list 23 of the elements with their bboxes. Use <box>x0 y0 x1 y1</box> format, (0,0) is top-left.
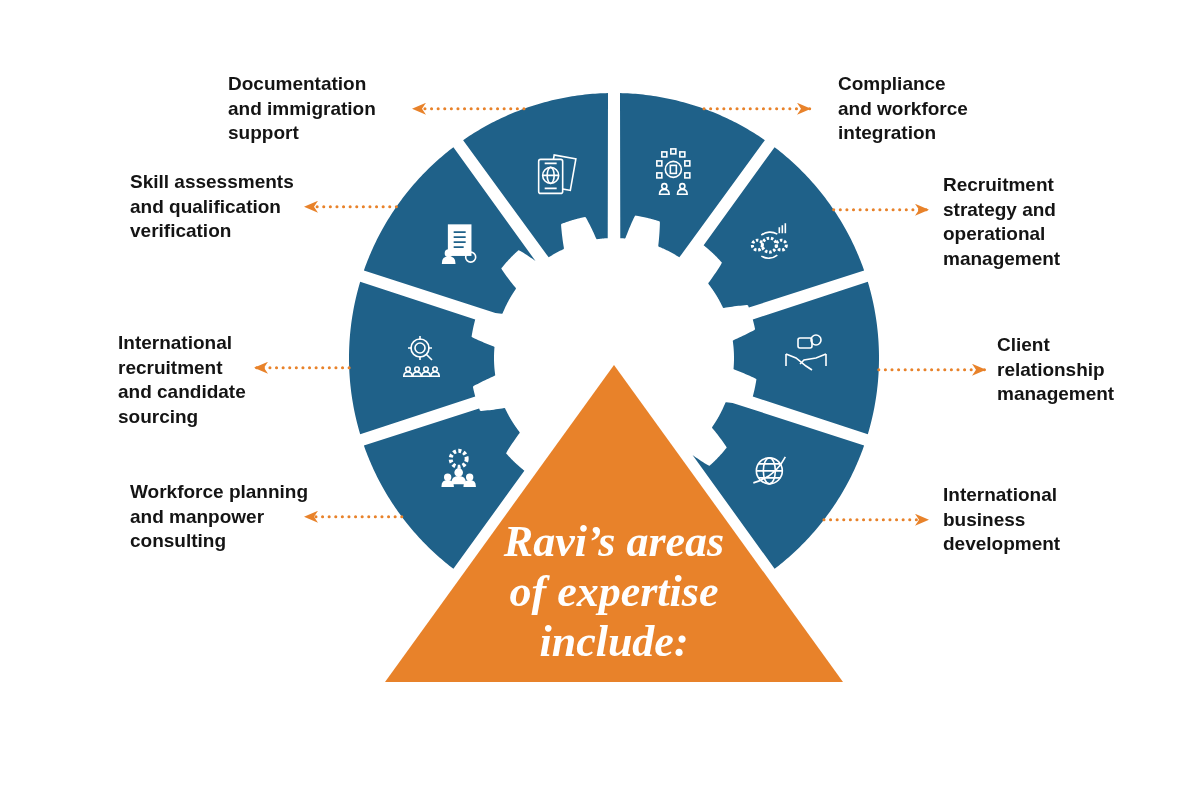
expertise-label: International recruitment and candidate sourcing <box>118 331 250 429</box>
ring-segment <box>703 147 865 308</box>
ring-segment <box>620 93 765 258</box>
arrow <box>253 361 351 374</box>
ring-segment <box>463 93 608 258</box>
expertise-label: Recruitment strategy and operational management <box>943 173 1093 271</box>
ring-segment <box>732 281 879 435</box>
arrow <box>822 513 930 526</box>
expertise-label: Documentation and immigration support <box>228 72 403 146</box>
expertise-label: Workforce planning and manpower consulting <box>130 480 335 554</box>
arrow <box>303 200 398 213</box>
arrow <box>702 102 812 115</box>
arrow <box>877 363 987 376</box>
heading-text: Ravi’s areas of expertise include: <box>502 517 726 667</box>
expertise-label: Client relationship management <box>997 333 1147 407</box>
expertise-label: Compliance and workforce integration <box>838 72 978 146</box>
arrow <box>303 510 404 523</box>
arrow <box>411 102 526 115</box>
ring-segment <box>349 281 496 435</box>
arrow <box>832 203 930 216</box>
expertise-label: International business development <box>943 483 1093 557</box>
ring-segment <box>363 147 536 314</box>
expertise-label: Skill assessments and qualification verification <box>130 170 315 244</box>
